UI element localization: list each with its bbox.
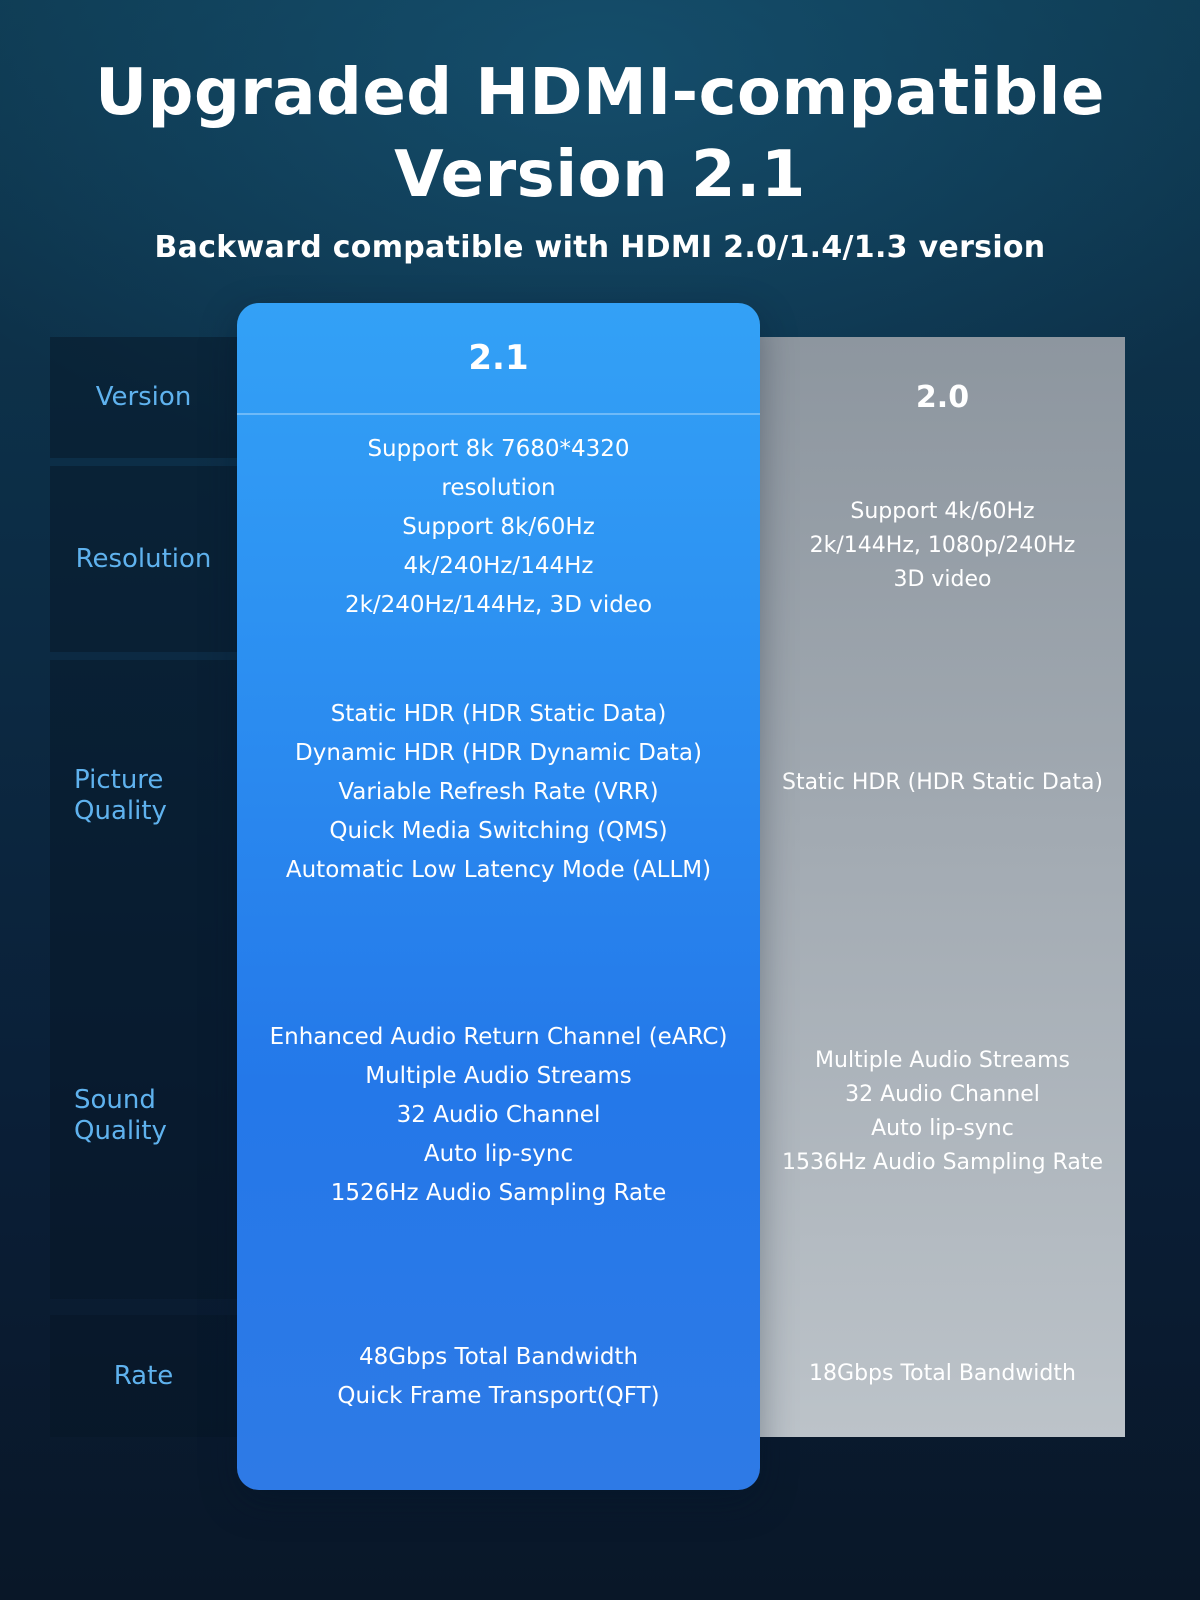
page-title-line2: Version 2.1 — [394, 138, 806, 212]
spec-line: 3D video — [893, 567, 992, 592]
spec-line: Multiple Audio Streams — [365, 1063, 632, 1089]
hdmi20-sound-specs: Multiple Audio Streams 32 Audio Channel … — [760, 1043, 1125, 1180]
spec-line: 2k/144Hz, 1080p/240Hz — [809, 533, 1076, 558]
spec-line: 32 Audio Channel — [396, 1102, 601, 1128]
spec-line: Variable Refresh Rate (VRR) — [338, 779, 659, 805]
spec-line: 48Gbps Total Bandwidth — [358, 1344, 639, 1370]
row-label-version-text: Version — [95, 382, 192, 412]
row-label-resolution-text: Resolution — [75, 543, 212, 574]
hdmi20-version-badge: 2.0 — [915, 379, 970, 415]
page-title-line1: Upgraded HDMI-compatible — [95, 56, 1105, 130]
spec-line: 1526Hz Audio Sampling Rate — [330, 1180, 667, 1206]
spec-line: Enhanced Audio Return Channel (eARC) — [269, 1024, 728, 1050]
page-subtitle: Backward compatible with HDMI 2.0/1.4/1.… — [154, 230, 1046, 265]
hdmi21-rate-specs: 48Gbps Total Bandwidth Quick Frame Trans… — [237, 1338, 760, 1416]
hdmi20-rate-specs: 18Gbps Total Bandwidth — [760, 1357, 1125, 1391]
row-label-picture-quality: Picture Quality — [50, 660, 237, 932]
hdmi21-column: 2.1 Support 8k 7680*4320 resolution Supp… — [237, 303, 760, 1490]
spec-line: Auto lip-sync — [871, 1115, 1014, 1141]
spec-line: Auto lip-sync — [423, 1141, 574, 1167]
spec-line: Support 4k/60Hz — [850, 499, 1035, 524]
hdmi21-picture-specs: Static HDR (HDR Static Data) Dynamic HDR… — [237, 695, 760, 890]
spec-line: 32 Audio Channel — [845, 1081, 1040, 1107]
spec-line: Static HDR (HDR Static Data) — [781, 770, 1104, 795]
hdmi21-sound-specs: Enhanced Audio Return Channel (eARC) Mul… — [237, 1018, 760, 1213]
row-label-version: Version — [50, 337, 237, 458]
spec-line: Support 8k 7680*4320 — [367, 436, 630, 462]
hdmi20-resolution-specs: Support 4k/60Hz 2k/144Hz, 1080p/240Hz 3D… — [760, 495, 1125, 597]
spec-line: Support 8k/60Hz — [402, 514, 595, 540]
page-title: Upgraded HDMI-compatible Version 2.1 — [0, 52, 1200, 216]
spec-line: Static HDR (HDR Static Data) — [330, 701, 667, 727]
hdmi20-column: 2.0 Support 4k/60Hz 2k/144Hz, 1080p/240H… — [760, 337, 1125, 1437]
spec-line: 1536Hz Audio Sampling Rate — [781, 1149, 1103, 1175]
hdmi20-picture-specs: Static HDR (HDR Static Data) — [760, 766, 1125, 800]
hdmi21-version-badge: 2.1 — [237, 303, 760, 415]
spec-line: Dynamic HDR (HDR Dynamic Data) — [295, 740, 702, 766]
spec-line: resolution — [441, 475, 556, 501]
spec-line: Multiple Audio Streams — [815, 1047, 1070, 1073]
row-label-picture-quality-text: Picture Quality — [74, 765, 167, 826]
spec-line: 4k/240Hz/144Hz — [403, 553, 594, 579]
hero-section: Upgraded HDMI-compatible Version 2.1 Bac… — [0, 0, 1200, 265]
comparison-table: Version Resolution Picture Quality Sound… — [50, 303, 1125, 1490]
spec-line: Quick Media Switching (QMS) — [329, 818, 668, 844]
row-label-resolution: Resolution — [50, 466, 237, 652]
hdmi21-resolution-specs: Support 8k 7680*4320 resolution Support … — [237, 430, 760, 625]
row-label-rate: Rate — [50, 1315, 237, 1437]
row-label-sound-quality: Sound Quality — [50, 932, 237, 1299]
spec-line: 18Gbps Total Bandwidth — [809, 1361, 1076, 1386]
spec-line: Automatic Low Latency Mode (ALLM) — [285, 857, 712, 883]
spec-line: 2k/240Hz/144Hz, 3D video — [344, 592, 653, 618]
row-label-rate-text: Rate — [113, 1360, 174, 1391]
row-label-sound-quality-text: Sound Quality — [74, 1084, 167, 1146]
spec-line: Quick Frame Transport(QFT) — [337, 1383, 660, 1409]
